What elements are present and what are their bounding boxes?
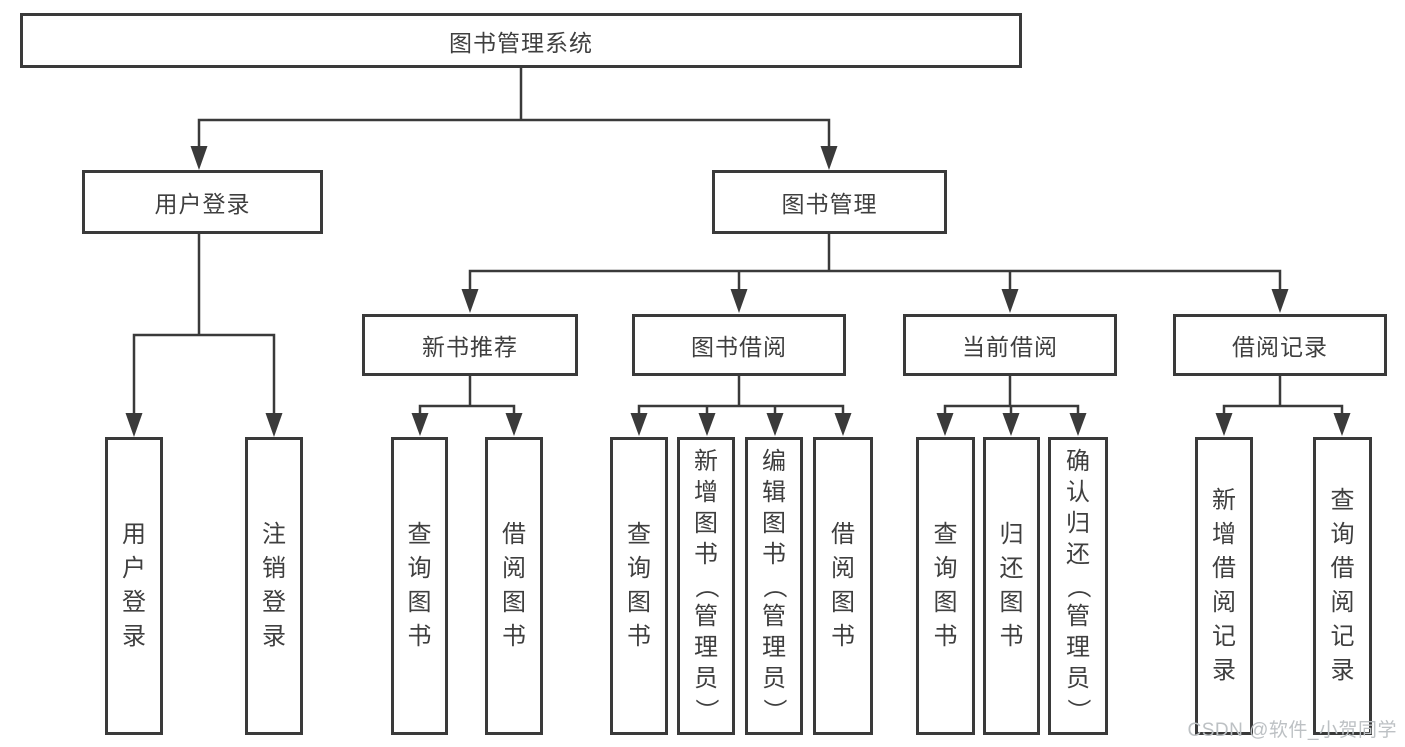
csdn-watermark: CSDN @软件_小贺同学 <box>1187 720 1397 741</box>
node-current-borrowing: 当前借阅 <box>903 314 1117 376</box>
arrowhead-book-mgmt <box>820 146 838 170</box>
arrowhead-cb-return <box>1002 413 1020 436</box>
leaf-user-login: 用户登录 <box>105 437 163 735</box>
edge-root-bar <box>197 118 831 148</box>
arrowhead-br-add <box>1215 413 1233 436</box>
leaf-records-add-record: 新增借阅记录 <box>1195 437 1253 735</box>
leaf-newbooks-borrow-books: 借阅图书 <box>485 437 543 735</box>
arrowhead-nb-borrow <box>505 413 523 436</box>
arrowhead-br-query <box>1333 413 1351 436</box>
arrowhead-user-login <box>190 146 208 170</box>
arrowhead-bb-borrow <box>834 413 852 436</box>
arrowhead-nb-query <box>411 413 429 436</box>
leaf-borrow-edit-books-admin: 编辑图书（管理员） <box>745 437 803 735</box>
node-user-login: 用户登录 <box>82 170 323 234</box>
leaf-newbooks-query-books: 查询图书 <box>391 437 448 735</box>
node-book-borrowing: 图书借阅 <box>632 314 846 376</box>
arrowhead-cb-query <box>936 413 954 436</box>
leaf-current-confirm-return-admin: 确认归还（管理员） <box>1048 437 1108 735</box>
node-borrowing-records: 借阅记录 <box>1173 314 1387 376</box>
edge-borrow-records-bar <box>1222 404 1344 414</box>
leaf-borrow-add-books-admin: 新增图书（管理员） <box>677 437 735 735</box>
arrowhead-bb-edit <box>766 413 784 436</box>
node-root-system: 图书管理系统 <box>20 13 1022 68</box>
arrowhead-leaf-login <box>125 413 143 437</box>
node-new-book-recommend: 新书推荐 <box>362 314 578 376</box>
leaf-current-return-books: 归还图书 <box>983 437 1040 735</box>
leaf-logout: 注销登录 <box>245 437 303 735</box>
arrowhead-bb-add <box>698 413 716 436</box>
arrowhead-current-borrow <box>1001 289 1019 313</box>
leaf-current-query-books: 查询图书 <box>916 437 975 735</box>
leaf-borrow-borrow-books: 借阅图书 <box>813 437 873 735</box>
edge-level2-bar <box>468 269 1282 291</box>
edge-user-login-bar <box>132 333 276 414</box>
arrowhead-leaf-logout <box>265 413 283 437</box>
edge-current-borrow-bar <box>943 404 1080 414</box>
arrowhead-new-books <box>461 289 479 313</box>
edge-book-borrow-bar <box>637 404 845 414</box>
leaf-borrow-query-books: 查询图书 <box>610 437 668 735</box>
leaf-records-query-record: 查询借阅记录 <box>1313 437 1372 735</box>
edge-new-books-bar <box>418 404 516 414</box>
arrowhead-cb-confirm <box>1069 413 1087 436</box>
arrowhead-bb-query <box>630 413 648 436</box>
node-book-management: 图书管理 <box>712 170 947 234</box>
arrowhead-book-borrow <box>730 289 748 313</box>
arrowhead-borrow-records <box>1271 289 1289 313</box>
